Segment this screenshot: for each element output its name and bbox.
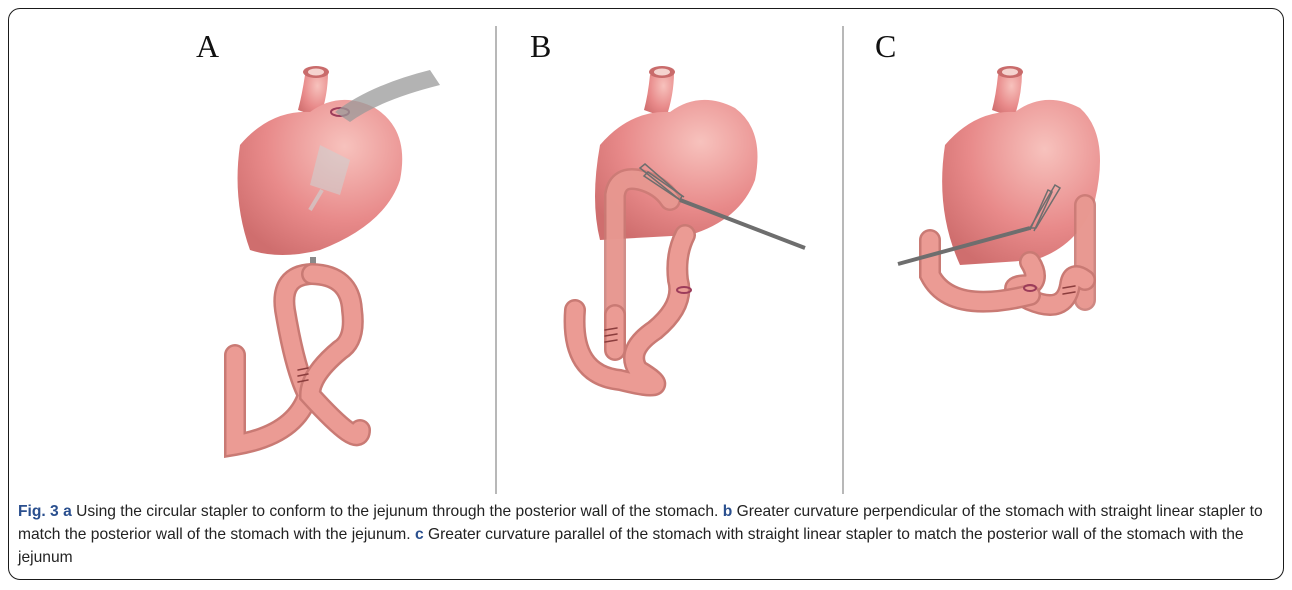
panel-divider-2 xyxy=(842,26,844,494)
esophagus-b xyxy=(644,66,675,118)
jejunum-a xyxy=(235,274,360,445)
caption-part-a-text: Using the circular stapler to conform to… xyxy=(72,503,723,520)
caption-fig-label: Fig. 3 xyxy=(18,503,59,520)
panel-a-illustration xyxy=(210,50,470,470)
figure-caption: Fig. 3 a Using the circular stapler to c… xyxy=(18,500,1274,569)
panel-divider-1 xyxy=(495,26,497,494)
panel-b-illustration xyxy=(560,50,820,470)
panel-c-illustration xyxy=(890,50,1130,470)
caption-part-a-label: a xyxy=(63,503,72,520)
caption-part-b-label: b xyxy=(723,503,733,520)
circular-stapler xyxy=(335,70,440,122)
panel-label-b: B xyxy=(530,28,552,65)
caption-part-c-label: c xyxy=(415,526,424,543)
